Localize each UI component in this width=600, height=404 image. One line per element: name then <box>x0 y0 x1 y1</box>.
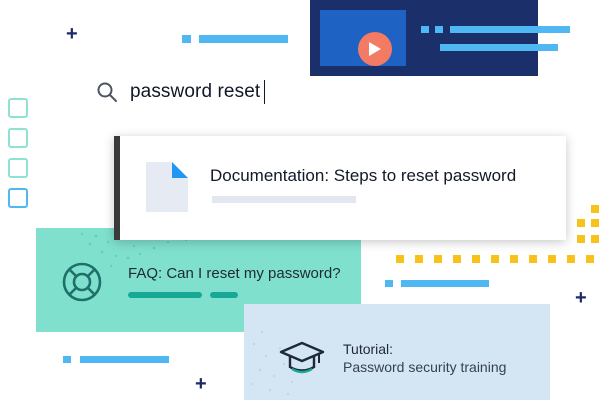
faq-snippet-line <box>210 292 238 298</box>
tutorial-result-label: Tutorial: <box>343 341 394 357</box>
search-bar[interactable]: password reset <box>96 80 266 104</box>
decor-dot <box>577 235 585 243</box>
plus-icon: + <box>575 287 587 309</box>
decor-bar <box>421 26 429 33</box>
decor-bar <box>450 26 570 33</box>
decor-square <box>8 188 28 208</box>
decor-bar <box>63 356 71 363</box>
decor-bar <box>182 35 191 43</box>
decor-bar <box>401 280 489 287</box>
document-icon <box>146 162 188 212</box>
video-thumbnail[interactable] <box>320 10 406 66</box>
decor-dot <box>453 255 461 263</box>
tutorial-result-card[interactable]: Tutorial: Password security training <box>244 304 550 400</box>
decor-square <box>8 98 28 118</box>
decor-square <box>8 158 28 178</box>
decor-bar <box>440 44 558 51</box>
plus-icon: + <box>195 373 207 395</box>
decor-bar <box>435 26 443 33</box>
decor-dot <box>591 219 599 227</box>
decor-dot <box>591 205 599 213</box>
decor-dot <box>472 255 480 263</box>
graduation-cap-icon <box>279 341 325 374</box>
decor-dot <box>529 255 537 263</box>
search-input[interactable]: password reset <box>130 81 261 102</box>
tutorial-result-title[interactable]: Password security training <box>343 359 507 375</box>
decor-square <box>8 128 28 148</box>
play-icon[interactable] <box>358 32 392 66</box>
documentation-result-card[interactable]: Documentation: Steps to reset password <box>114 136 566 240</box>
plus-icon: + <box>66 23 78 45</box>
decor-dot <box>586 255 594 263</box>
lifebuoy-icon <box>62 262 102 302</box>
faq-snippet-line <box>128 292 202 298</box>
decor-bar <box>199 35 288 43</box>
decor-dot <box>434 255 442 263</box>
decor-dot <box>415 255 423 263</box>
decor-dot <box>491 255 499 263</box>
decor-dot <box>548 255 556 263</box>
decor-bar <box>80 356 169 363</box>
decor-dot <box>396 255 404 263</box>
decor-dot <box>591 235 599 243</box>
faq-result-title[interactable]: FAQ: Can I reset my password? <box>128 265 341 282</box>
text-caret <box>264 80 266 104</box>
decor-dot <box>577 219 585 227</box>
decor-dot <box>510 255 518 263</box>
documentation-snippet-line <box>212 196 356 203</box>
video-panel[interactable] <box>310 0 538 76</box>
documentation-result-title[interactable]: Documentation: Steps to reset password <box>210 166 517 185</box>
decor-dot <box>567 255 575 263</box>
decor-bar <box>385 280 393 287</box>
search-icon <box>97 82 117 102</box>
